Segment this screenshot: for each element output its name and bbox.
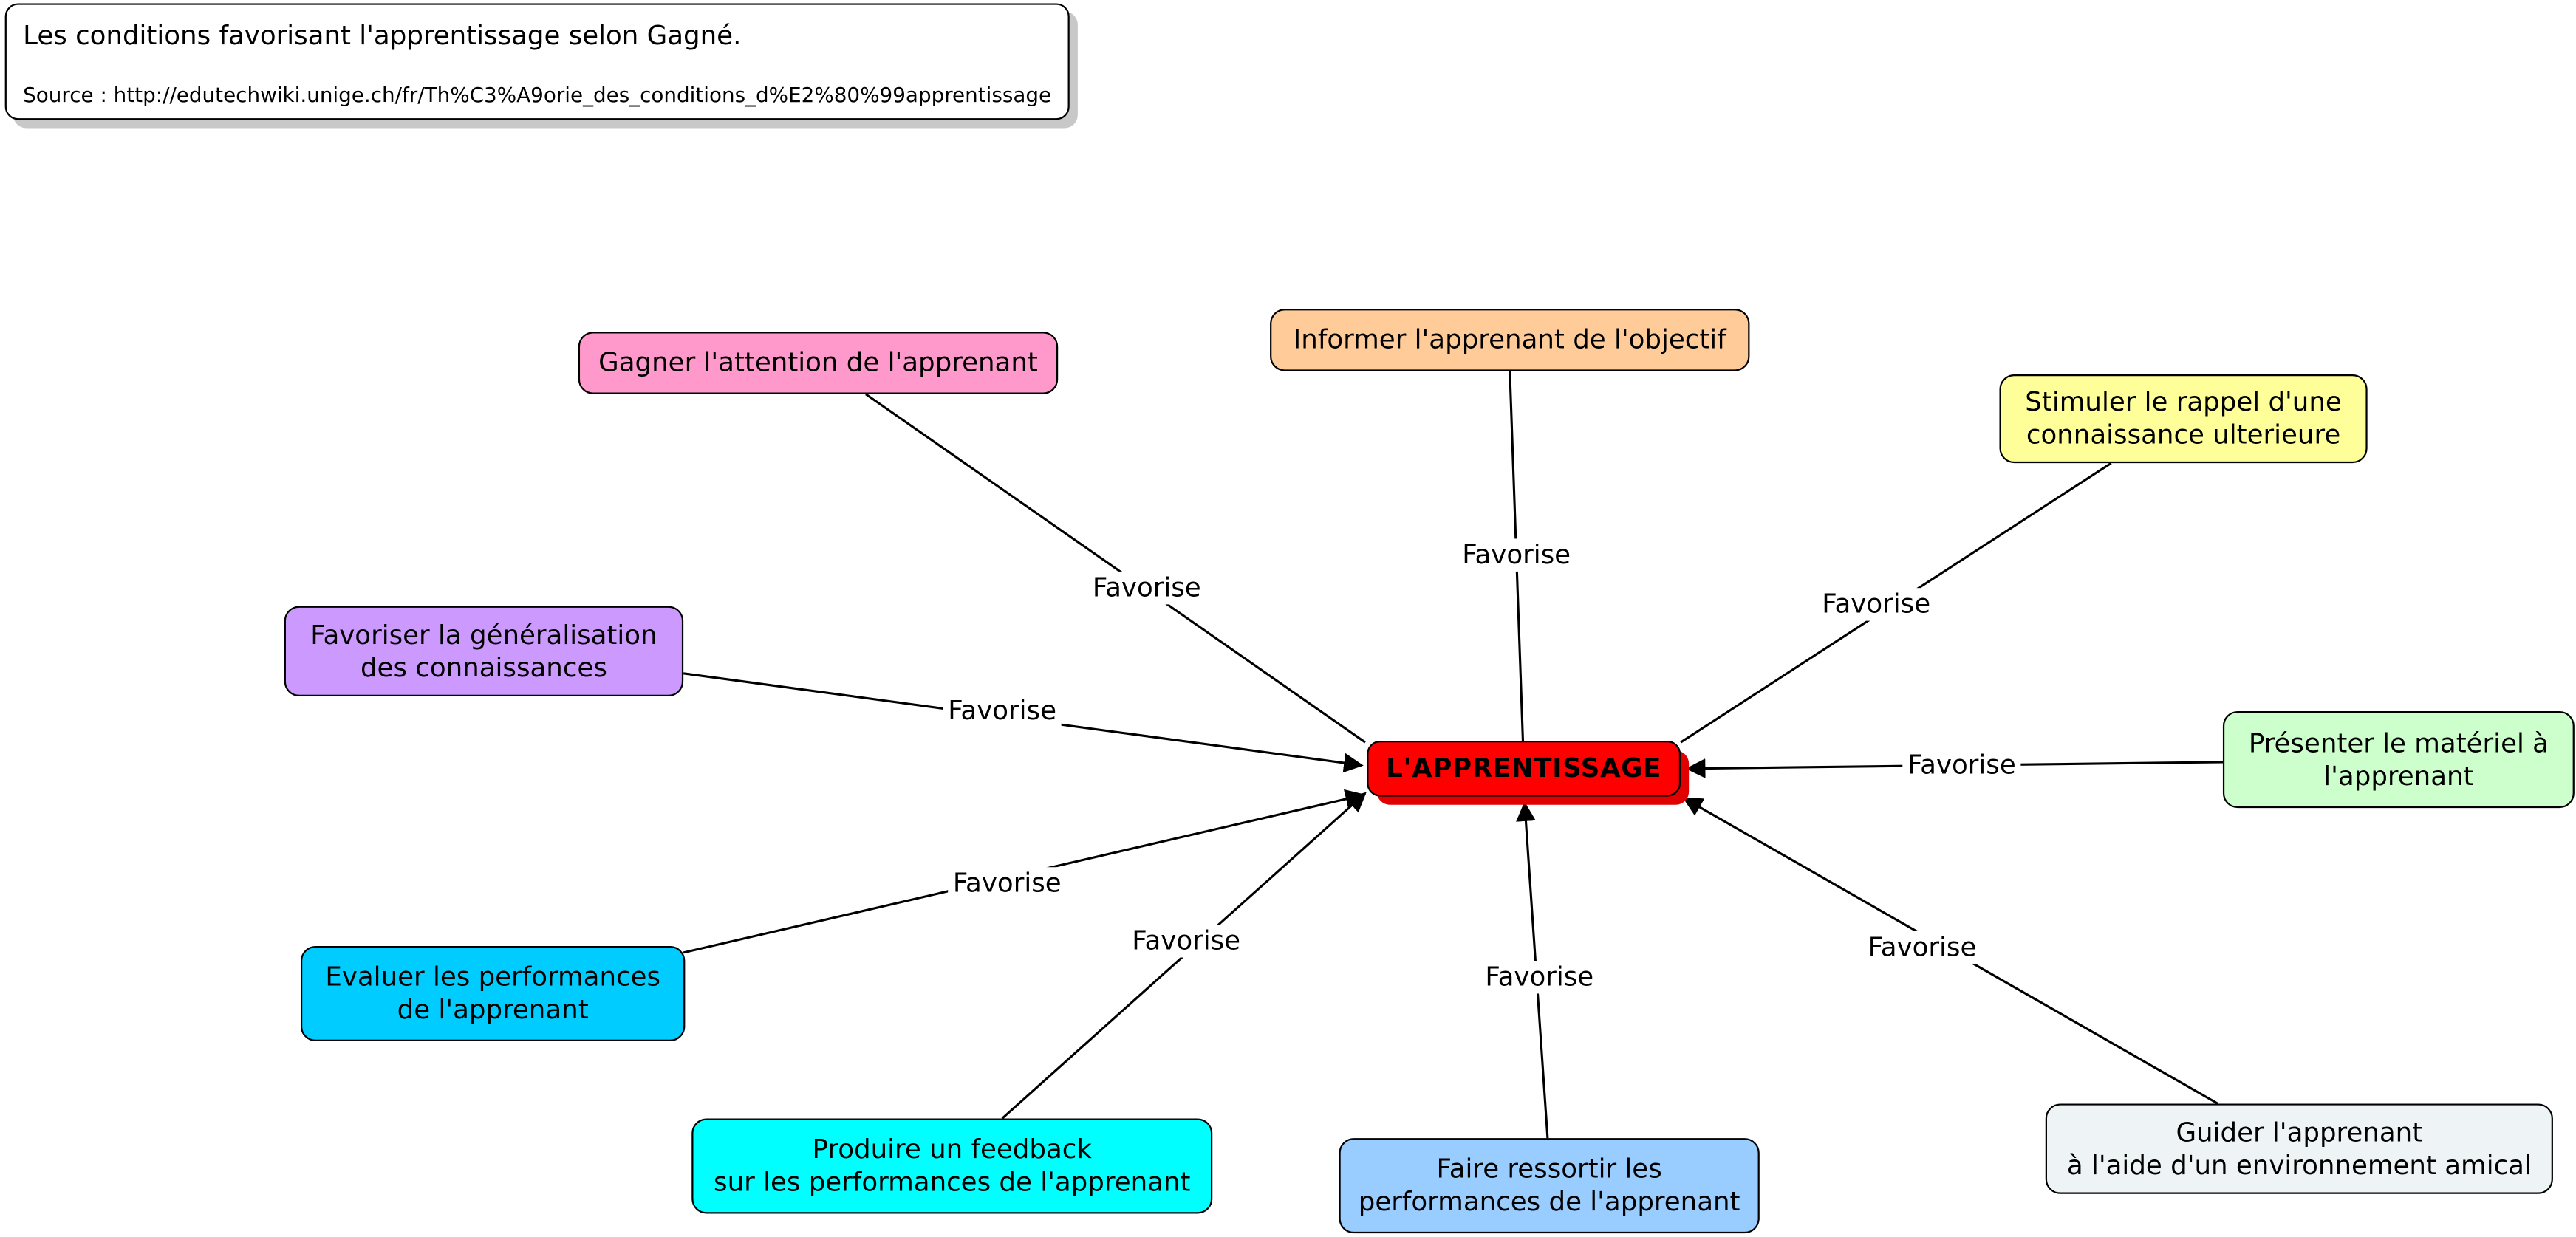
link-attention: [865, 393, 1366, 744]
link-label-materiel: Favorise: [1902, 749, 2021, 782]
map-title: Les conditions favorisant l'apprentissag…: [23, 19, 742, 51]
link-label-feedback: Favorise: [1127, 925, 1246, 958]
concept-generalisation[interactable]: Favoriser la généralisation des connaiss…: [284, 606, 684, 696]
map-source: Source : http://edutechwiki.unige.ch/fr/…: [23, 82, 1052, 107]
concept-materiel[interactable]: Présenter le matériel à l'apprenant: [2222, 710, 2575, 809]
concept-attention[interactable]: Gagner l'attention de l'apprenant: [578, 332, 1059, 394]
link-label-rappel: Favorise: [1817, 588, 1936, 621]
concept-evaluer[interactable]: Evaluer les performances de l'apprenant: [300, 945, 686, 1041]
center-node-apprentissage[interactable]: L'APPRENTISSAGE: [1367, 740, 1681, 797]
link-label-generalisation: Favorise: [943, 694, 1062, 728]
link-label-ressortir: Favorise: [1480, 960, 1599, 994]
concept-guider[interactable]: Guider l'apprenant à l'aide d'un environ…: [2045, 1103, 2553, 1194]
concept-rappel[interactable]: Stimuler le rappel d'une connaissance ul…: [1999, 374, 2368, 464]
link-label-objectif: Favorise: [1457, 538, 1576, 572]
concept-objectif[interactable]: Informer l'apprenant de l'objectif: [1270, 309, 1750, 371]
concept-ressortir[interactable]: Faire ressortir les performances de l'ap…: [1339, 1138, 1760, 1234]
link-label-guider: Favorise: [1862, 931, 1982, 964]
concept-feedback[interactable]: Produire un feedback sur les performance…: [691, 1118, 1213, 1214]
link-label-evaluer: Favorise: [948, 867, 1067, 900]
link-label-attention: Favorise: [1087, 571, 1206, 605]
caption-box: Les conditions favorisant l'apprentissag…: [4, 3, 1070, 120]
